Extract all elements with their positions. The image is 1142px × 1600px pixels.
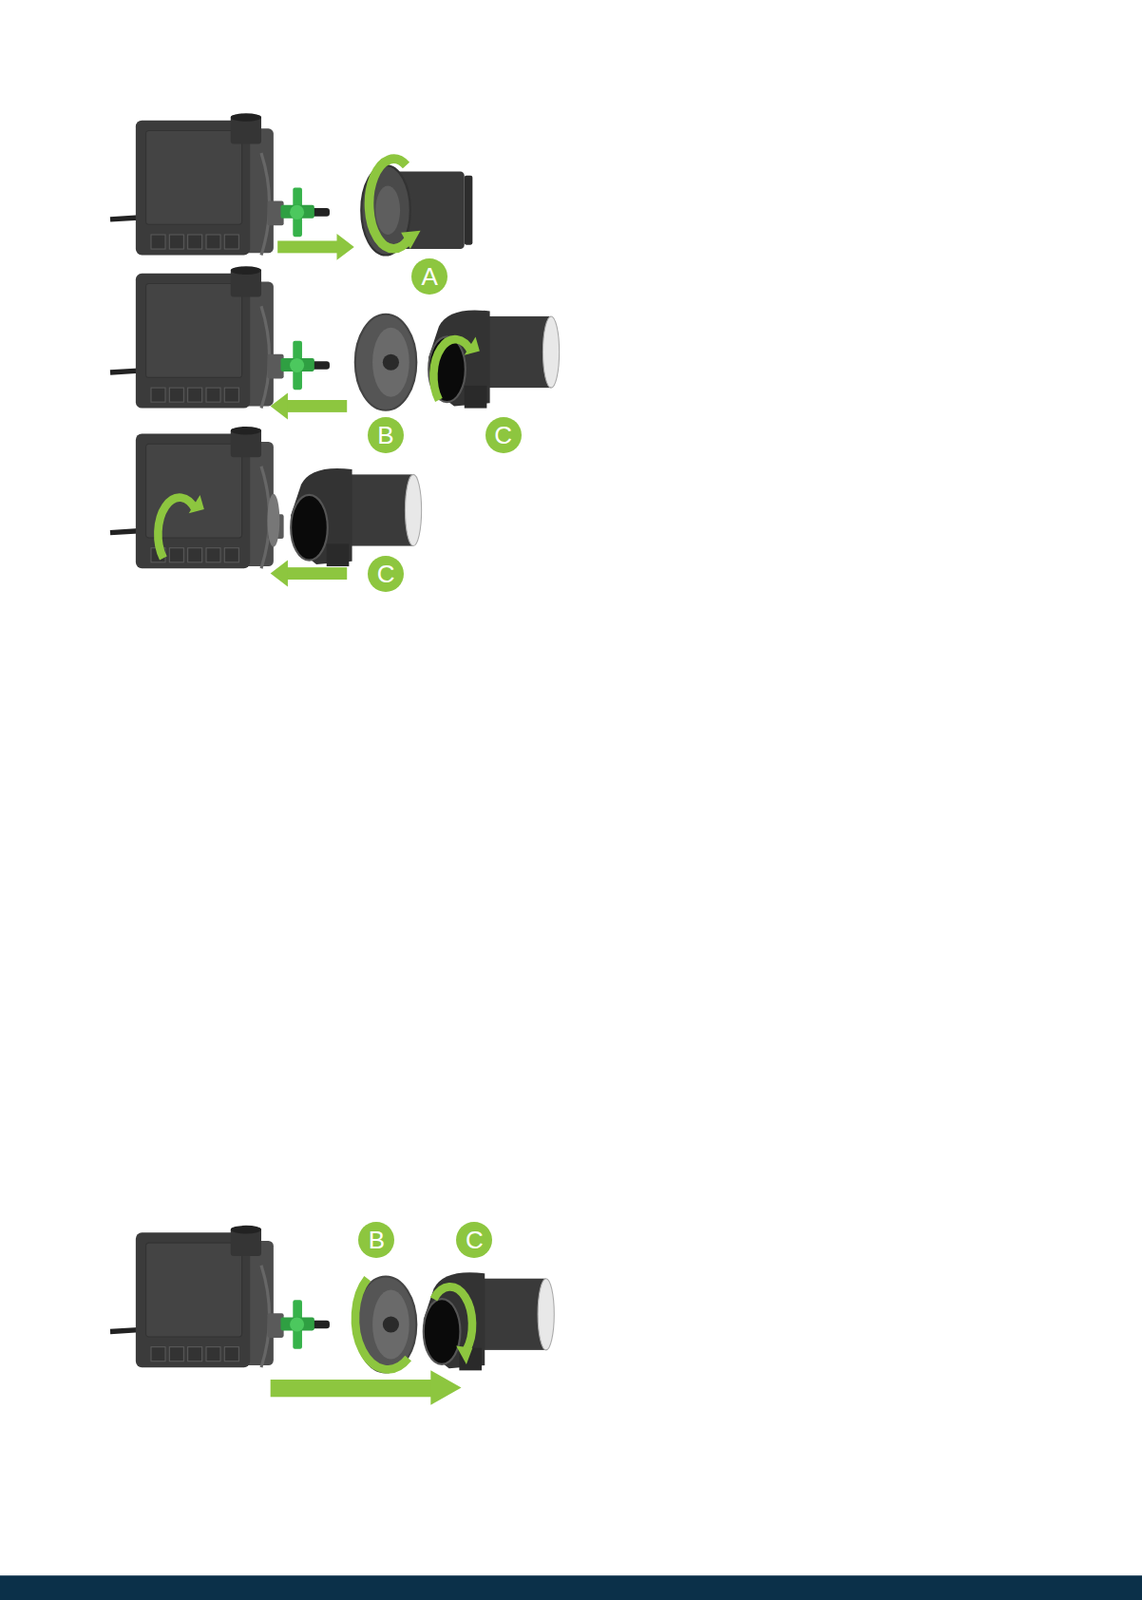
pump <box>110 266 285 408</box>
cover-b <box>355 314 417 411</box>
move-arrow <box>270 392 348 419</box>
callout-circle: C <box>456 1221 493 1258</box>
rotor-housing <box>361 158 473 255</box>
cover-b <box>355 1276 417 1373</box>
rotate-arrowhead <box>464 336 480 355</box>
arrow-head <box>270 560 288 588</box>
arrow-head <box>430 1370 461 1406</box>
footer-bar <box>0 1575 1142 1600</box>
nozzle-c <box>428 309 559 408</box>
rotate-arrow <box>433 339 472 400</box>
callout-letter: B <box>368 1227 385 1253</box>
move-arrow <box>270 1370 462 1406</box>
callout-letter: A <box>421 264 438 289</box>
callout-circle: B <box>358 1221 395 1258</box>
nozzle-c <box>290 468 421 567</box>
housing-thread <box>464 175 474 246</box>
arrow-shaft <box>285 567 347 580</box>
arrow-shaft <box>277 240 339 253</box>
rotate-arrow <box>355 1278 409 1371</box>
arrow-shaft <box>270 1379 435 1397</box>
impeller <box>280 188 330 238</box>
pump <box>110 426 285 569</box>
callout-letter: C <box>377 561 396 587</box>
callout-letter: B <box>377 422 394 448</box>
rotate-arrow <box>157 497 196 559</box>
housing-center <box>375 185 400 235</box>
callout-circle: C <box>485 417 522 454</box>
rotate-arrowhead <box>456 1346 473 1365</box>
impeller <box>280 1299 330 1350</box>
arrow-shaft <box>285 399 347 413</box>
rotate-arrowhead <box>400 230 420 249</box>
cover-edge <box>266 494 280 548</box>
callout-letter: C <box>494 422 513 448</box>
callout-circle: C <box>367 555 404 592</box>
arrow-head <box>270 392 288 419</box>
pump <box>110 1225 285 1368</box>
impeller <box>280 341 330 391</box>
callout-circle: A <box>411 258 448 295</box>
rotate-arrow <box>434 1286 474 1351</box>
nozzle-c <box>423 1272 554 1371</box>
arrow-head <box>336 233 354 261</box>
rotate-arrowhead <box>189 494 205 514</box>
move-arrow <box>277 233 355 261</box>
pump <box>110 113 285 255</box>
callout-circle: B <box>367 417 404 454</box>
callout-letter: C <box>465 1227 484 1253</box>
move-arrow <box>270 560 348 588</box>
